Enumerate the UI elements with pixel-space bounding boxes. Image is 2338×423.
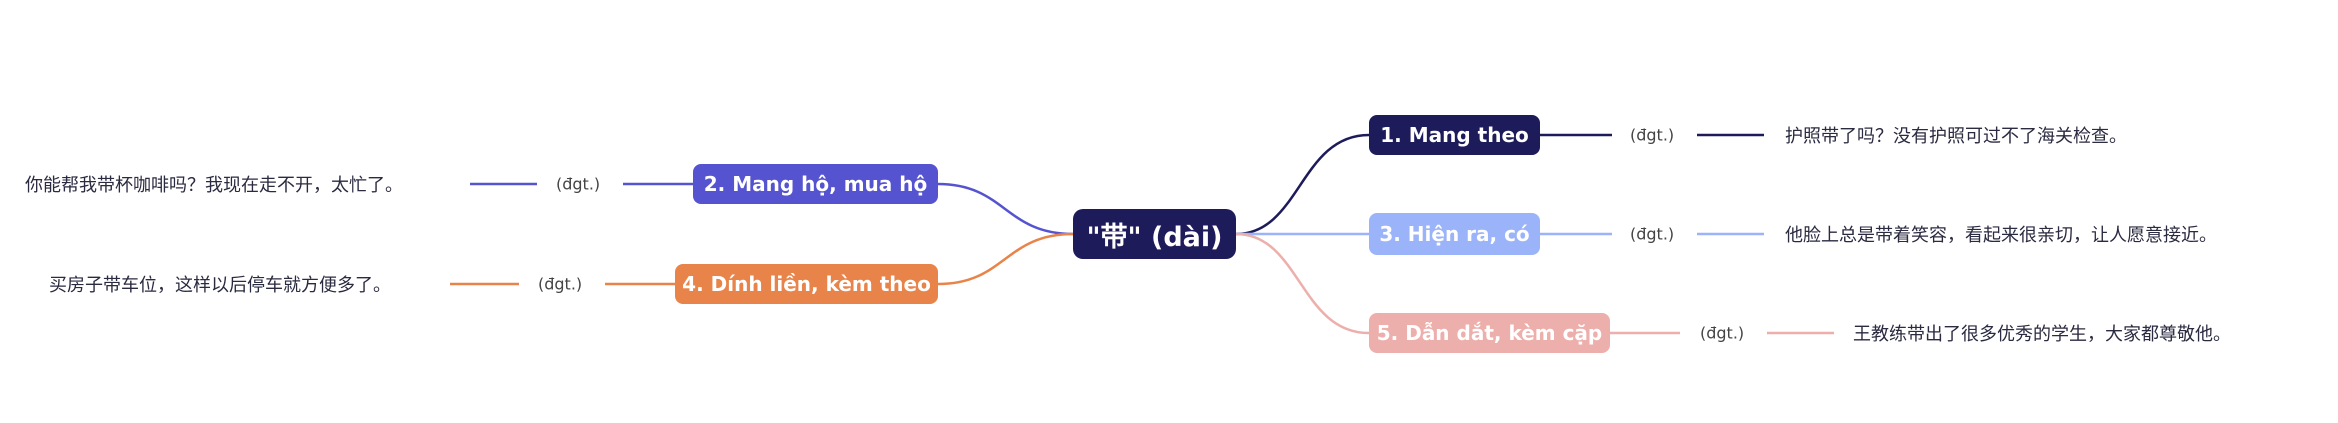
branch-tag-1: (đgt.) (1630, 125, 1675, 145)
link-root-4 (937, 232, 1074, 286)
branch-example-1: 护照带了吗？没有护照可过不了海关检查。 (1785, 126, 2127, 147)
branch-node-2[interactable]: 2. Mang hộ, mua hộ (693, 164, 938, 204)
link-root-1 (1235, 133, 1370, 236)
branch-tag-2: (đgt.) (556, 174, 601, 194)
branch-example-4: 买房子带车位，这样以后停车就方便多了。 (49, 275, 391, 296)
branch-example-3: 他脸上总是带着笑容，看起来很亲切，让人愿意接近。 (1785, 225, 2217, 246)
branch-tag-3: (đgt.) (1630, 224, 1675, 244)
branch-node-4[interactable]: 4. Dính liền, kèm theo (675, 264, 938, 304)
branch-node-1[interactable]: 1. Mang theo (1369, 115, 1540, 155)
branch-node-5[interactable]: 5. Dẫn dắt, kèm cặp (1369, 313, 1610, 353)
link-root-5 (1235, 232, 1370, 335)
branch-node-3[interactable]: 3. Hiện ra, có (1369, 213, 1540, 255)
branch-example-2: 你能帮我带杯咖啡吗？我现在走不开，太忙了。 (25, 175, 403, 196)
branch-example-5: 王教练带出了很多优秀的学生，大家都尊敬他。 (1853, 324, 2231, 345)
link-root-2 (937, 182, 1074, 236)
root-node[interactable]: "带" (dài) (1073, 209, 1236, 259)
branch-tag-4: (đgt.) (538, 274, 583, 294)
branch-tag-5: (đgt.) (1700, 323, 1745, 343)
